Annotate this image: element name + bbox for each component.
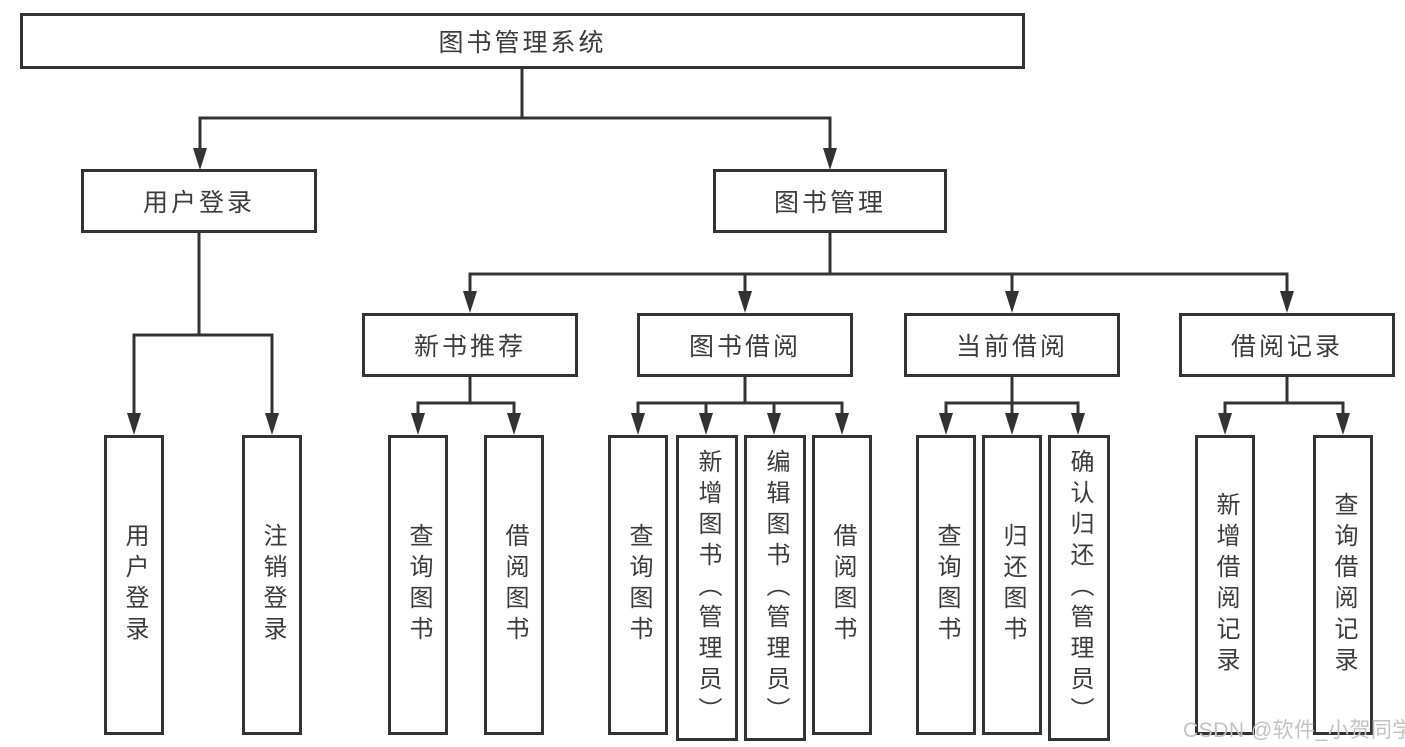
arrowhead-icon (507, 413, 521, 435)
leaf-label: 编辑图书（管理员） (762, 448, 789, 728)
node-borrow-records: 借阅记录 (1179, 313, 1395, 377)
arrowhead-icon (767, 413, 781, 435)
connector-new-book-split (411, 375, 521, 435)
node-book-management: 图书管理 (713, 169, 947, 233)
leaf-label: 用户登录 (121, 523, 148, 647)
leaf-label: 新增图书（管理员） (694, 448, 721, 728)
leaf-query-borrow-record: 查询借阅记录 (1313, 435, 1373, 735)
leaf-query-books-recommend: 查询图书 (388, 435, 448, 735)
leaf-label: 查询图书 (405, 523, 432, 647)
node-label: 图书管理系统 (438, 29, 607, 57)
leaf-label: 借阅图书 (501, 523, 528, 647)
arrowhead-icon (463, 291, 477, 313)
node-label: 图书管理 (773, 189, 886, 217)
leaf-label: 查询借阅记录 (1330, 492, 1357, 678)
leaf-label: 归还图书 (999, 523, 1026, 647)
connector-book-borrow-split (631, 375, 849, 435)
leaf-borrow-books-borrowing: 借阅图书 (812, 435, 872, 735)
leaf-add-books-admin: 新增图书（管理员） (676, 435, 738, 741)
arrowhead-icon (1005, 291, 1019, 313)
leaf-label: 查询图书 (625, 523, 652, 647)
arrowhead-icon (823, 148, 837, 170)
node-current-borrowing: 当前借阅 (904, 313, 1120, 377)
arrowhead-icon (127, 413, 141, 435)
arrowhead-icon (699, 413, 713, 435)
connector-root-split (193, 67, 837, 170)
leaf-label: 新增借阅记录 (1212, 492, 1239, 678)
leaf-label: 确认归还（管理员） (1066, 448, 1093, 728)
arrowhead-icon (265, 413, 279, 435)
watermark: CSDN @软件_小贺同学 (1183, 719, 1405, 742)
leaf-borrow-books-recommend: 借阅图书 (484, 435, 544, 735)
leaf-query-books-current: 查询图书 (916, 435, 976, 735)
node-label: 当前借阅 (955, 333, 1068, 361)
arrowhead-icon (1280, 291, 1294, 313)
leaf-query-books-borrowing: 查询图书 (608, 435, 668, 735)
connector-book-management-split (463, 231, 1294, 313)
node-user-login: 用户登录 (81, 169, 317, 233)
arrowhead-icon (1336, 413, 1350, 435)
node-label: 图书借阅 (688, 333, 801, 361)
leaf-user-login: 用户登录 (104, 435, 164, 735)
arrowhead-icon (835, 413, 849, 435)
node-new-book-recommend: 新书推荐 (362, 313, 578, 377)
leaf-logout: 注销登录 (242, 435, 302, 735)
connector-user-login-split (127, 231, 279, 435)
connector-current-borrow-split (939, 375, 1085, 435)
leaf-edit-books-admin: 编辑图书（管理员） (744, 435, 806, 741)
node-library-management-system: 图书管理系统 (20, 13, 1025, 69)
node-label: 借阅记录 (1230, 333, 1343, 361)
connector-borrow-record-split (1218, 375, 1350, 435)
node-label: 用户登录 (142, 189, 255, 217)
leaf-label: 查询图书 (933, 523, 960, 647)
leaf-add-borrow-record: 新增借阅记录 (1195, 435, 1255, 735)
arrowhead-icon (631, 413, 645, 435)
node-book-borrowing: 图书借阅 (637, 313, 853, 377)
leaf-label: 借阅图书 (829, 523, 856, 647)
leaf-return-books: 归还图书 (982, 435, 1042, 735)
node-label: 新书推荐 (413, 333, 526, 361)
arrowhead-icon (1005, 413, 1019, 435)
arrowhead-icon (411, 413, 425, 435)
leaf-label: 注销登录 (259, 523, 286, 647)
leaf-confirm-return-admin: 确认归还（管理员） (1048, 435, 1110, 741)
arrowhead-icon (1218, 413, 1232, 435)
arrowhead-icon (193, 148, 207, 170)
arrowhead-icon (939, 413, 953, 435)
arrowhead-icon (1071, 413, 1085, 435)
arrowhead-icon (738, 291, 752, 313)
